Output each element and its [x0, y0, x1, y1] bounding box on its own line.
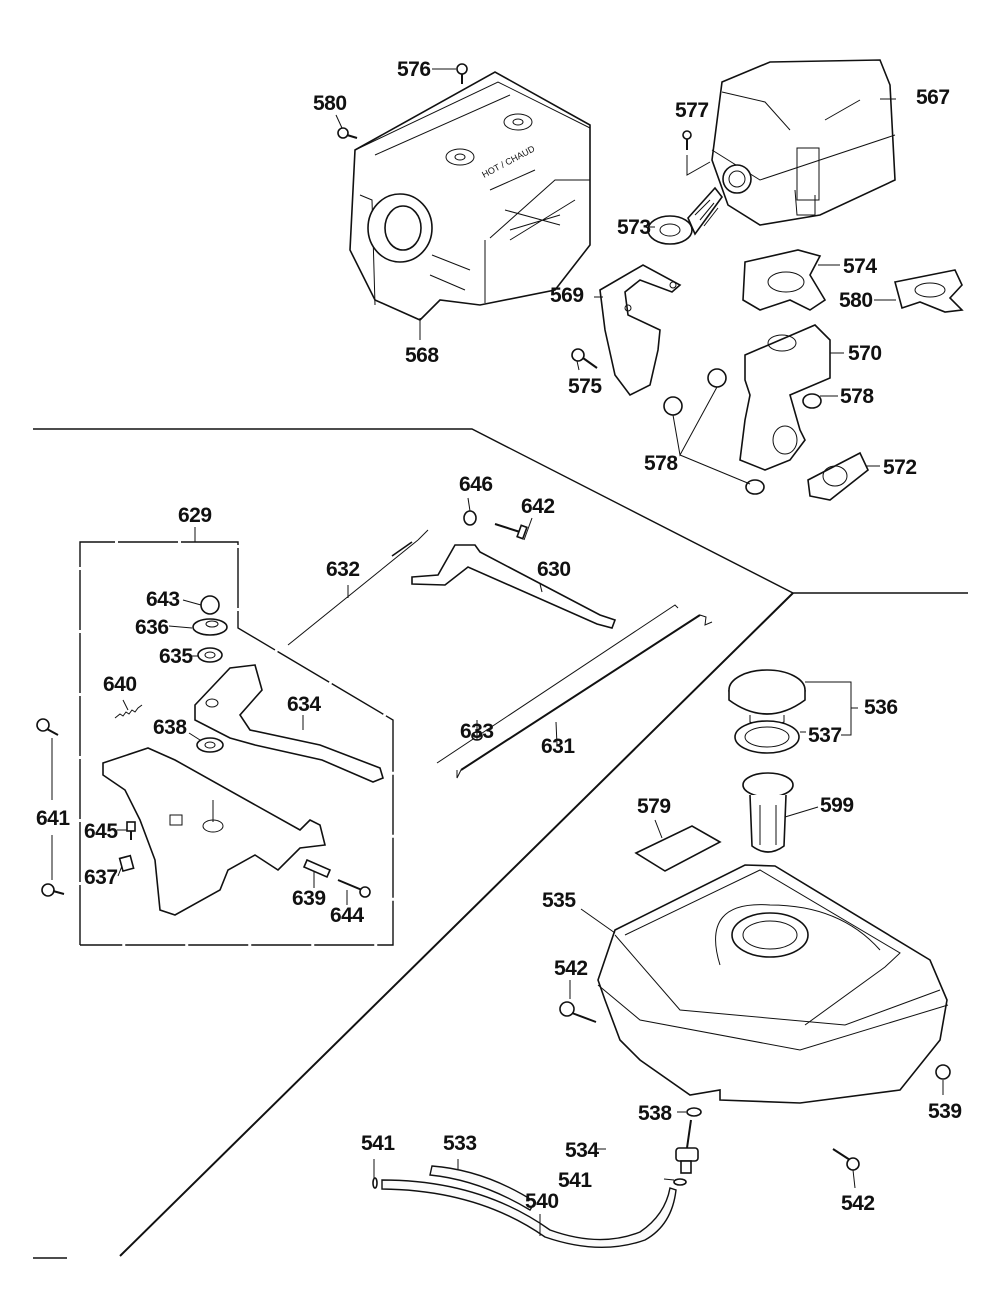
- callout-599: 599: [820, 794, 854, 817]
- callout-629: 629: [178, 504, 212, 527]
- fuel-strainer: [742, 772, 794, 853]
- clip-637-icon: [118, 854, 135, 873]
- callout-643: 643: [146, 588, 180, 611]
- callout-569: 569: [550, 284, 584, 307]
- screw-645-icon: [126, 821, 136, 840]
- callout-534: 534: [565, 1139, 599, 1162]
- clip-541-icon: [673, 1178, 687, 1186]
- callout-642: 642: [521, 495, 555, 518]
- callout-580: 580: [839, 289, 873, 312]
- callout-533: 533: [443, 1132, 477, 1155]
- bolt-542-icon: [832, 1148, 860, 1171]
- callout-633: 633: [460, 720, 494, 743]
- washer-638-icon: [196, 737, 224, 753]
- bolt-644-icon: [337, 879, 371, 898]
- callout-645: 645: [84, 820, 118, 843]
- callout-542: 542: [554, 957, 588, 980]
- callout-572: 572: [883, 456, 917, 479]
- governor-lever: [194, 664, 384, 783]
- leader-lines-muffler: [335, 68, 896, 485]
- callout-541: 541: [558, 1169, 592, 1192]
- callout-637: 637: [84, 866, 118, 889]
- callout-541: 541: [361, 1132, 395, 1155]
- callout-634: 634: [287, 693, 321, 716]
- callout-542: 542: [841, 1192, 875, 1215]
- callout-576: 576: [397, 58, 431, 81]
- callout-535: 535: [542, 889, 576, 912]
- callout-639: 639: [292, 887, 326, 910]
- fuel-tank: [597, 864, 949, 1104]
- callout-640: 640: [103, 673, 137, 696]
- callout-631: 631: [541, 735, 575, 758]
- nut-539-icon: [935, 1064, 951, 1080]
- callout-567: 567: [916, 86, 950, 109]
- gasket-572: [807, 451, 869, 501]
- callout-537: 537: [808, 724, 842, 747]
- fuel-cap: [728, 669, 806, 727]
- callout-578: 578: [840, 385, 874, 408]
- callout-580: 580: [313, 92, 347, 115]
- exhaust-manifold: [739, 324, 831, 471]
- bolt-575-icon: [571, 348, 598, 369]
- callout-568: 568: [405, 344, 439, 367]
- callout-574: 574: [843, 255, 877, 278]
- callout-579: 579: [637, 795, 671, 818]
- callout-573: 573: [617, 216, 651, 239]
- callout-536: 536: [864, 696, 898, 719]
- muffler-body: [711, 59, 896, 226]
- cap-gasket: [734, 720, 800, 754]
- callout-570: 570: [848, 342, 882, 365]
- fuel-hose-540: [381, 1179, 677, 1249]
- spring-640-icon: [114, 704, 143, 719]
- nut-578-icons: [663, 368, 822, 495]
- bolt-641-icons: [36, 718, 65, 897]
- governor-base-plate: [102, 747, 326, 916]
- spring-639-icon: [302, 858, 332, 879]
- muffler-heat-shield: HOT / CHAUD: [349, 71, 591, 321]
- governor-spring-rod: [287, 529, 429, 646]
- throttle-rod: [436, 604, 713, 779]
- callout-575: 575: [568, 375, 602, 398]
- section-dividers: [33, 428, 968, 1259]
- leader-lines-governor: [117, 497, 558, 905]
- callout-539: 539: [928, 1100, 962, 1123]
- fuel-hose-533: [429, 1165, 536, 1211]
- callout-632: 632: [326, 558, 360, 581]
- callout-636: 636: [135, 616, 169, 639]
- gasket-580: [894, 269, 964, 313]
- callout-644: 644: [330, 904, 364, 927]
- leader-lines-fuel: [373, 681, 944, 1236]
- nut-646-icon: [463, 510, 477, 526]
- clip-541-icon: [372, 1177, 378, 1189]
- fuel-valve: [675, 1119, 699, 1174]
- governor-arm: [411, 544, 617, 629]
- muffler-bracket: [599, 264, 682, 397]
- callout-646: 646: [459, 473, 493, 496]
- screw-576-icon: [456, 63, 468, 84]
- washer-538-icon: [686, 1107, 702, 1117]
- bolt-642-icon: [494, 523, 528, 540]
- callout-641: 641: [36, 807, 70, 830]
- nut-643-icon: [200, 595, 220, 615]
- bolt-542-icon: [559, 1001, 597, 1023]
- callout-540: 540: [525, 1190, 559, 1213]
- callout-labels: 576 580 568 567 577 573 569 574 580 570 …: [36, 58, 962, 1215]
- callout-635: 635: [159, 645, 193, 668]
- bolt-580-icon: [337, 127, 358, 139]
- governor-kit-bracket: [79, 527, 394, 946]
- plate-636-icon: [192, 618, 228, 636]
- washer-635-icon: [197, 647, 223, 663]
- warning-label: [634, 825, 722, 872]
- callout-638: 638: [153, 716, 187, 739]
- gasket-574: [742, 249, 827, 311]
- spark-arrester: [647, 186, 724, 245]
- callout-630: 630: [537, 558, 571, 581]
- screw-577-icon: [682, 130, 711, 176]
- callout-577: 577: [675, 99, 709, 122]
- callout-578: 578: [644, 452, 678, 475]
- callout-538: 538: [638, 1102, 672, 1125]
